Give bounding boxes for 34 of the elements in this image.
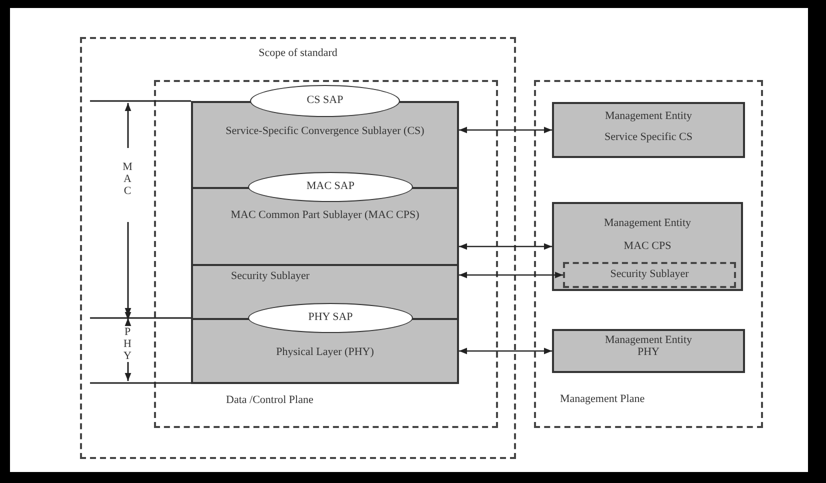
region-title: Scope of standard [258, 47, 338, 60]
layer-span-label: MAC [122, 161, 133, 198]
entity-title: Management Entity [604, 110, 694, 123]
double-arrow [459, 243, 552, 250]
double-arrow [459, 348, 552, 354]
layer-band [191, 172, 459, 264]
layer-label: PHY [636, 346, 660, 359]
entity-box [552, 102, 745, 158]
layer-label: Security Sublayer [609, 268, 690, 281]
region-title: Management Plane [560, 393, 645, 406]
layer-label: MAC CPS [622, 240, 672, 253]
dashed-region [80, 37, 516, 459]
dashed-region [563, 262, 736, 288]
layer-span-label: PHY [122, 326, 132, 362]
layer-band [191, 85, 459, 172]
region-title: Data /Control Plane [226, 394, 314, 407]
entity-title: Management Entity [602, 217, 692, 230]
entity-box [552, 202, 743, 291]
sap-label: CS SAP [306, 94, 344, 107]
layer-label: Security Sublayer [231, 270, 310, 283]
double-arrow [459, 272, 563, 278]
layer-band [191, 264, 459, 303]
layer-label: Service Specific CS [604, 131, 694, 144]
dashed-region [534, 80, 763, 428]
layer-label: Physical Layer (PHY) [275, 346, 375, 359]
sap-label: MAC SAP [306, 180, 356, 193]
entity-title: Management Entity [604, 334, 694, 347]
dashed-region [154, 80, 498, 428]
layer-band [191, 303, 459, 384]
layer-label: Service-Specific Convergence Sublayer (CS) [224, 125, 426, 138]
sap-label: PHY SAP [307, 311, 354, 324]
double-arrow [459, 126, 552, 134]
layer-label: MAC Common Part Sublayer (MAC CPS) [230, 209, 420, 222]
entity-box [552, 329, 745, 373]
